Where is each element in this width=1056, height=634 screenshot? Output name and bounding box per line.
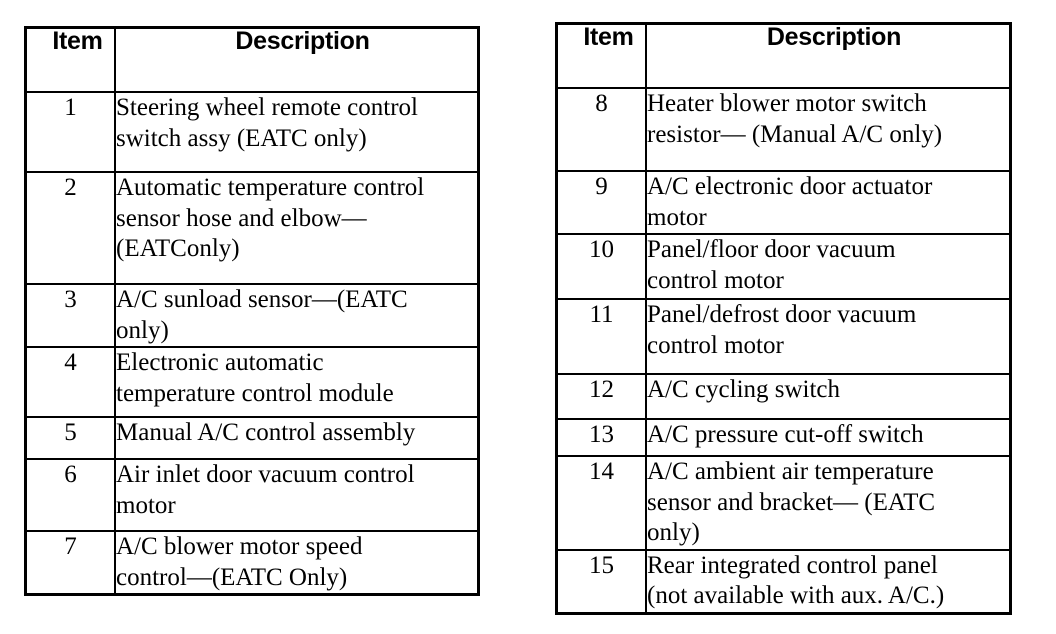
table-header-row: Item Description	[27, 27, 477, 93]
item-description: A/C blower motor speed control—(EATC Onl…	[114, 530, 477, 593]
item-description: Panel/defrost door vacuum control motor	[645, 298, 1009, 375]
item-number: 11	[558, 298, 647, 375]
item-description: A/C cycling switch	[645, 373, 1009, 420]
item-description: Rear integrated control panel (not avail…	[645, 548, 1009, 612]
description-line: Steering wheel remote control	[116, 94, 418, 121]
description-line: control—(EATC Only)	[116, 563, 348, 591]
item-number: 4	[27, 346, 116, 418]
header-cell-description: Description	[114, 27, 477, 93]
item-number: 3	[27, 283, 116, 348]
parts-table-left: Item Description 1 Steering wheel remote…	[24, 26, 480, 596]
description-line: Panel/floor door vacuum	[647, 236, 896, 263]
header-cell-item: Item	[27, 27, 116, 93]
description-line: A/C electronic door actuator	[647, 173, 933, 200]
table-row: 2 Automatic temperature control sensor h…	[27, 171, 477, 285]
item-description: A/C sunload sensor—(EATC only)	[114, 283, 477, 348]
description-line: A/C cycling switch	[647, 376, 841, 403]
description-line: control motor	[647, 266, 784, 294]
item-description: Heater blower motor switch resistor— (Ma…	[645, 87, 1009, 172]
description-line: motor	[647, 203, 707, 231]
item-description: A/C pressure cut-off switch	[645, 418, 1009, 457]
table-row: 15 Rear integrated control panel (not av…	[558, 548, 1009, 612]
table-row: 3 A/C sunload sensor—(EATC only)	[27, 283, 477, 348]
header-label-description: Description	[235, 27, 370, 55]
description-line: sensor and bracket— (EATC	[647, 488, 936, 516]
table-left-body: Item Description 1 Steering wheel remote…	[27, 29, 477, 593]
item-description: Electronic automatic temperature control…	[114, 346, 477, 418]
table-row: 4 Electronic automatic temperature contr…	[27, 346, 477, 418]
item-description: Steering wheel remote control switch ass…	[114, 91, 477, 173]
item-description: A/C ambient air temperature sensor and b…	[645, 455, 1009, 551]
item-description: A/C electronic door actuator motor	[645, 170, 1009, 235]
parts-table-right: Item Description 8 Heater blower motor s…	[555, 22, 1012, 615]
description-line: Rear integrated control panel	[647, 551, 938, 579]
table-row: 13 A/C pressure cut-off switch	[558, 418, 1009, 457]
header-label-item: Item	[52, 27, 103, 55]
table-header-row: Item Description	[558, 23, 1009, 89]
description-line: A/C pressure cut-off switch	[647, 421, 924, 448]
parts-table-right-grid: Item Description 8 Heater blower motor s…	[558, 25, 1009, 612]
item-number: 12	[558, 373, 647, 420]
header-label-item: Item	[583, 23, 634, 51]
item-number: 14	[558, 455, 647, 551]
description-line: control motor	[647, 331, 784, 359]
description-line: Panel/defrost door vacuum	[647, 301, 917, 328]
item-number: 5	[27, 416, 116, 460]
parts-table-left-grid: Item Description 1 Steering wheel remote…	[27, 29, 477, 593]
description-line: A/C sunload sensor—(EATC	[116, 286, 408, 313]
item-number: 8	[558, 87, 647, 172]
table-row: 5 Manual A/C control assembly	[27, 416, 477, 460]
item-number: 7	[27, 530, 116, 593]
description-line: sensor hose and elbow—	[116, 204, 367, 232]
table-row: 1 Steering wheel remote control switch a…	[27, 91, 477, 173]
item-number: 9	[558, 170, 647, 235]
description-line: A/C blower motor speed	[116, 533, 363, 560]
item-number: 15	[558, 548, 647, 612]
description-line: (not available with aux. A/C.)	[647, 582, 945, 609]
item-number: 2	[27, 171, 116, 285]
description-line: only)	[647, 519, 700, 546]
header-cell-description: Description	[645, 23, 1009, 89]
description-line: switch assy (EATC only)	[116, 124, 367, 152]
table-row: 7 A/C blower motor speed control—(EATC O…	[27, 530, 477, 593]
table-right-body: Item Description 8 Heater blower motor s…	[558, 25, 1009, 612]
table-row: 6 Air inlet door vacuum control motor	[27, 458, 477, 532]
table-row: 11 Panel/defrost door vacuum control mot…	[558, 298, 1009, 375]
description-line: A/C ambient air temperature	[647, 458, 934, 485]
description-line: Manual A/C control assembly	[116, 419, 416, 446]
description-line: resistor— (Manual A/C only)	[647, 120, 943, 148]
table-row: 9 A/C electronic door actuator motor	[558, 170, 1009, 235]
description-line: (EATConly)	[116, 235, 240, 262]
table-row: 14 A/C ambient air temperature sensor an…	[558, 455, 1009, 551]
item-number: 6	[27, 458, 116, 532]
item-description: Automatic temperature control sensor hos…	[114, 171, 477, 285]
description-line: Automatic temperature control	[116, 174, 425, 201]
item-description: Panel/floor door vacuum control motor	[645, 233, 1009, 300]
header-cell-item: Item	[558, 23, 647, 89]
description-line: Heater blower motor switch	[647, 90, 927, 117]
item-description: Air inlet door vacuum control motor	[114, 458, 477, 532]
table-row: 8 Heater blower motor switch resistor— (…	[558, 87, 1009, 172]
description-line: motor	[116, 491, 176, 519]
description-line: Electronic automatic	[116, 349, 324, 376]
description-line: Air inlet door vacuum control	[116, 461, 415, 488]
table-row: 12 A/C cycling switch	[558, 373, 1009, 420]
description-line: temperature control module	[116, 379, 394, 407]
item-number: 10	[558, 233, 647, 300]
table-row: 10 Panel/floor door vacuum control motor	[558, 233, 1009, 300]
item-number: 13	[558, 418, 647, 457]
header-label-description: Description	[766, 23, 902, 51]
description-line: only)	[116, 316, 169, 344]
item-description: Manual A/C control assembly	[114, 416, 477, 460]
item-number: 1	[27, 91, 116, 173]
